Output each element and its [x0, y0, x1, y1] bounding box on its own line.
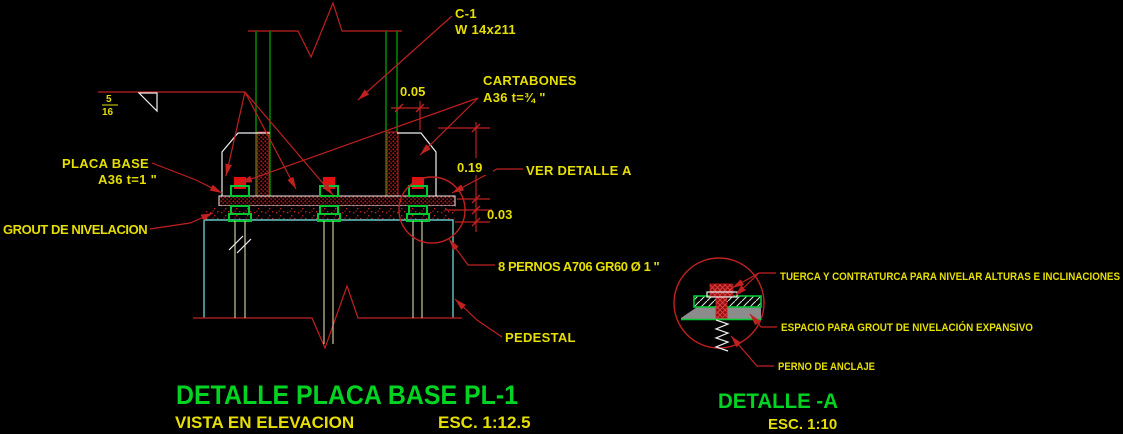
label-c1-mark: C-1 — [455, 6, 477, 21]
detail-base-plate — [693, 295, 762, 308]
anchor-bolt-left — [228, 177, 252, 318]
weld-numerator: 5 — [106, 94, 112, 105]
label-pedestal: PEDESTAL — [505, 330, 576, 345]
pedestal-break-line — [193, 284, 462, 350]
label-pernos: 8 PERNOS A706 GR60 Ø 1 " — [498, 259, 660, 274]
dim-0-03: 0.03 — [487, 207, 512, 222]
detail-a-view: TUERCA Y CONTRATURCA PARA NIVELAR ALTURA… — [673, 257, 1120, 373]
leader-perno — [730, 335, 774, 367]
leader-lines — [149, 15, 523, 338]
leader-tuerca — [731, 272, 776, 289]
gusset-outline-right — [397, 132, 437, 196]
stiffener-hatch-right — [386, 131, 399, 197]
base-plate — [218, 195, 456, 207]
label-tuerca: TUERCA Y CONTRATURCA PARA NIVELAR ALTURA… — [780, 271, 1120, 283]
label-espacio: ESPACIO PARA GROUT DE NIVELACIÓN EXPANSI… — [781, 321, 1033, 334]
leader-espacio — [749, 313, 777, 328]
weld-symbol: 5 16 — [98, 91, 245, 118]
label-ver-detalle-a: VER DETALLE A — [526, 163, 632, 178]
detail-a-title: DETALLE -A — [718, 390, 838, 413]
dimensions: 0.05 0.19 0.03 — [391, 84, 512, 232]
pedestal-outline — [203, 219, 454, 318]
column-break-line — [248, 1, 402, 59]
title-block: DETALLE PLACA BASE PL-1 VISTA EN ELEVACI… — [175, 380, 838, 433]
main-scale: ESC. 1:12.5 — [438, 413, 531, 432]
dim-0-19: 0.19 — [457, 160, 482, 175]
main-subtitle: VISTA EN ELEVACION — [175, 413, 354, 432]
detail-leveling-nuts — [709, 283, 734, 297]
label-c1-size: W 14x211 — [455, 22, 516, 37]
label-cartabones: CARTABONES — [483, 73, 577, 88]
detail-a-scale: ESC. 1:10 — [768, 416, 837, 433]
stiffener-hatch-left — [256, 131, 270, 197]
label-placa-base-spec: A36 t=1 " — [98, 172, 157, 187]
dim-0-05: 0.05 — [400, 84, 425, 99]
leader-tuerca-2 — [734, 272, 760, 297]
anchor-bolt-right — [406, 177, 430, 318]
label-perno: PERNO DE ANCLAJE — [778, 361, 875, 373]
label-grout: GROUT DE NIVELACION — [3, 222, 148, 237]
detail-anchor-rod-threads — [714, 319, 730, 352]
label-cartabones-spec: A36 t=¾ " — [483, 90, 546, 105]
weld-denominator: 16 — [102, 107, 114, 118]
main-elevation-view: 5 16 0.05 — [3, 1, 660, 350]
anchor-bolt-center — [317, 177, 341, 344]
main-title: DETALLE PLACA BASE PL-1 — [176, 380, 518, 410]
label-placa-base: PLACA BASE — [62, 156, 149, 171]
gusset-outline-left — [221, 132, 270, 196]
